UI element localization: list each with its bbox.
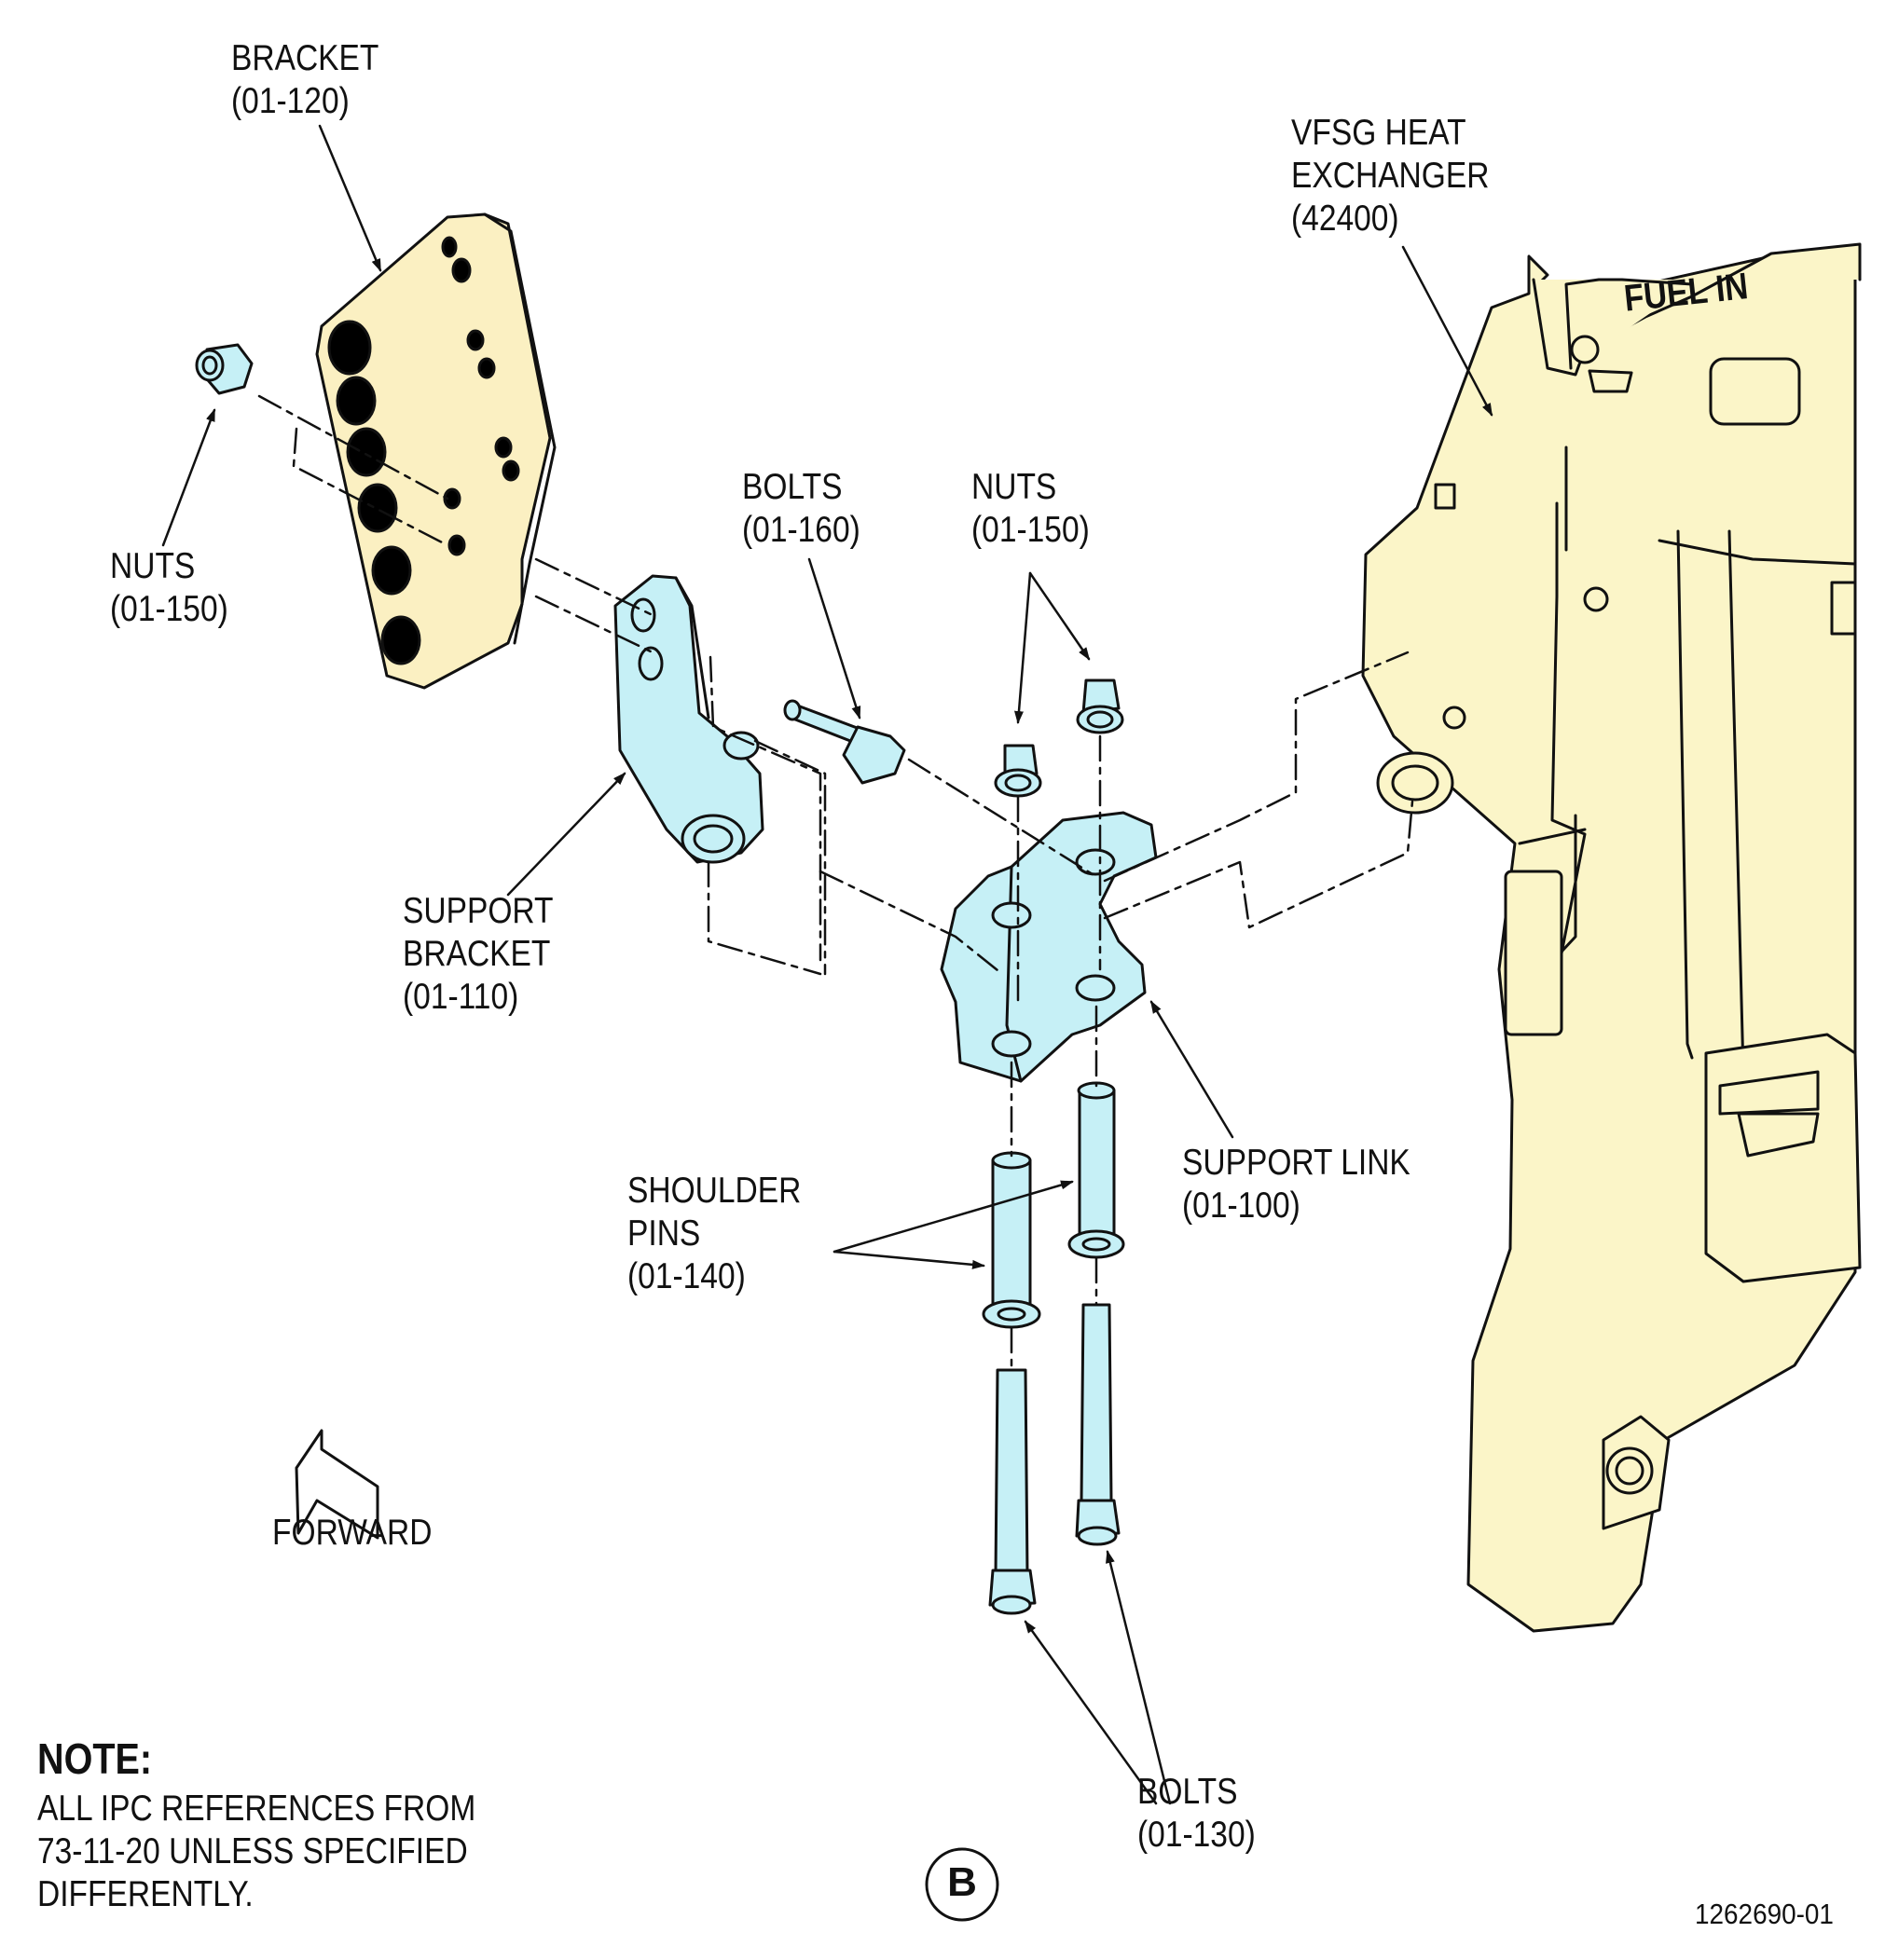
detail-marker-label: B bbox=[947, 1859, 977, 1905]
label-shoulder-pins-line-3: (01-140) bbox=[627, 1256, 746, 1296]
label-bolts-top-line-2: (01-160) bbox=[742, 510, 860, 550]
assembly-centerlines bbox=[257, 394, 1414, 1370]
forward-arrow-icon bbox=[295, 1429, 379, 1540]
label-shoulder-pins: SHOULDER PINS (01-140) bbox=[627, 1170, 801, 1298]
label-bracket-line-2: (01-120) bbox=[231, 81, 350, 121]
note-line-2: 73-11-20 UNLESS SPECIFIED bbox=[37, 1831, 468, 1871]
detail-marker-circle bbox=[925, 1847, 999, 1922]
label-nuts-left: NUTS (01-150) bbox=[110, 545, 228, 631]
note-title: NOTE: bbox=[37, 1734, 153, 1783]
vfsg-heat-exchanger bbox=[1361, 242, 1862, 1633]
label-nuts-top-line-1: NUTS bbox=[971, 467, 1057, 507]
label-bolts-top-line-1: BOLTS bbox=[742, 467, 843, 507]
nuts-top bbox=[994, 678, 1124, 798]
label-nuts-top: NUTS (01-150) bbox=[971, 466, 1090, 552]
shoulder-pins bbox=[982, 1081, 1125, 1329]
label-support-link-line-2: (01-100) bbox=[1182, 1186, 1300, 1226]
label-vfsg-line-3: (42400) bbox=[1291, 199, 1399, 239]
note-line-3: DIFFERENTLY. bbox=[37, 1874, 254, 1914]
support-bracket bbox=[613, 574, 764, 864]
label-nuts-left-line-1: NUTS bbox=[110, 546, 196, 586]
label-nuts-left-line-2: (01-150) bbox=[110, 589, 228, 629]
label-support-link-line-1: SUPPORT LINK bbox=[1182, 1143, 1410, 1183]
label-shoulder-pins-line-1: SHOULDER bbox=[627, 1171, 802, 1211]
leader-lines bbox=[161, 124, 1493, 1805]
support-link bbox=[940, 811, 1158, 1083]
nut-left bbox=[195, 343, 254, 395]
label-nuts-top-line-2: (01-150) bbox=[971, 510, 1090, 550]
label-vfsg-heat-exchanger: VFSG HEAT EXCHANGER (42400) bbox=[1291, 112, 1489, 240]
label-shoulder-pins-line-2: PINS bbox=[627, 1213, 701, 1254]
note-line-1: ALL IPC REFERENCES FROM bbox=[37, 1789, 476, 1829]
label-support-bracket-line-3: (01-110) bbox=[403, 977, 519, 1017]
label-support-bracket-line-2: BRACKET bbox=[403, 934, 551, 974]
bolt-01-160 bbox=[783, 699, 906, 785]
label-forward: FORWARD bbox=[272, 1513, 433, 1553]
label-support-bracket-line-1: SUPPORT bbox=[403, 891, 554, 931]
figure-reference-number: 1262690-01 bbox=[1695, 1898, 1834, 1930]
bracket-plate bbox=[315, 212, 557, 690]
label-bracket-line-1: BRACKET bbox=[231, 38, 379, 78]
bolts-bottom bbox=[988, 1303, 1121, 1615]
note-body: ALL IPC REFERENCES FROM 73-11-20 UNLESS … bbox=[37, 1788, 475, 1916]
label-bolts-bottom-line-2: (01-130) bbox=[1137, 1815, 1256, 1855]
label-bolts-bottom: BOLTS (01-130) bbox=[1137, 1771, 1256, 1857]
label-bracket: BRACKET (01-120) bbox=[231, 37, 378, 123]
label-vfsg-line-1: VFSG HEAT bbox=[1291, 113, 1466, 153]
label-bolts-top: BOLTS (01-160) bbox=[742, 466, 860, 552]
label-vfsg-line-2: EXCHANGER bbox=[1291, 156, 1490, 196]
label-support-link: SUPPORT LINK (01-100) bbox=[1182, 1142, 1410, 1227]
label-bolts-bottom-line-1: BOLTS bbox=[1137, 1772, 1238, 1812]
label-support-bracket: SUPPORT BRACKET (01-110) bbox=[403, 890, 554, 1019]
